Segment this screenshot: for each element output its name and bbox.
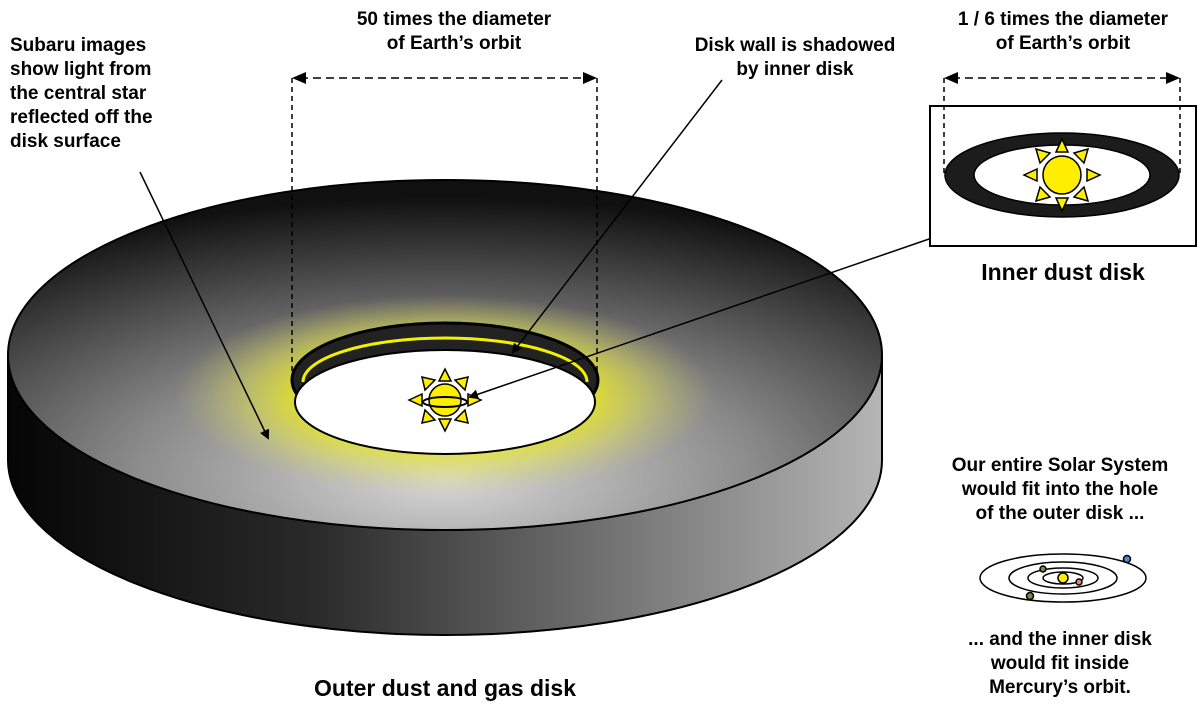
wall-pointer <box>511 79 723 354</box>
inner-disk-pointer <box>468 237 933 400</box>
sun-icon <box>407 367 483 433</box>
subaru-pointer <box>139 171 270 440</box>
inner-diameter-dimension <box>943 72 1181 175</box>
outer-diameter-label: 50 times the diameter of Earth’s orbit <box>356 9 552 54</box>
inner-disk-inset <box>929 105 1197 247</box>
pointer-lines <box>139 79 933 440</box>
inner-diameter-label: 1 / 6 times the diameter of Earth’s orbi… <box>957 9 1169 54</box>
outer-disk <box>7 179 883 636</box>
inner-disk-title: Inner dust disk <box>981 259 1145 285</box>
disk-wall-label: Disk wall is shadowed by inner disk <box>694 35 896 80</box>
sun-icon <box>1022 137 1102 213</box>
subaru-label: Subaru images show light from the centra… <box>10 35 153 152</box>
solar-fit-label: Our entire Solar System would fit into t… <box>951 455 1169 524</box>
outer-disk-title: Outer dust and gas disk <box>314 675 576 701</box>
inner-fit-label: ... and the inner disk would fit inside … <box>968 629 1152 698</box>
outer-diameter-dimension <box>291 72 598 385</box>
mini-solar-system-icon <box>979 553 1147 603</box>
